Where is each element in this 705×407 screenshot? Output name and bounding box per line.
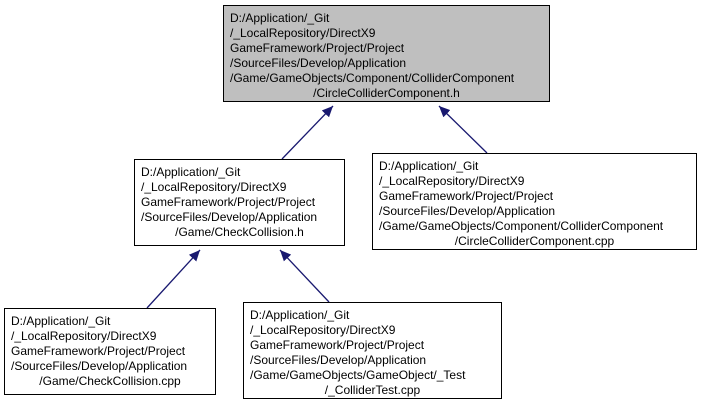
node-line: D:/Application/_Git	[379, 159, 479, 173]
node-line: /_LocalRepository/DirectX9	[250, 323, 396, 337]
node-line: /Game/CheckCollision.h	[175, 225, 304, 239]
node-line: D:/Application/_Git	[141, 165, 241, 179]
edge-checkcollision-h-to-root	[281, 105, 334, 160]
node-circle-collider-component-h[interactable]: D:/Application/_Git /_LocalRepository/Di…	[223, 5, 550, 102]
edge-collidertest-to-h	[279, 249, 330, 303]
node-line: /_LocalRepository/DirectX9	[11, 329, 157, 343]
node-line: /_LocalRepository/DirectX9	[230, 26, 376, 40]
node-line: /CircleColliderComponent.h	[313, 86, 460, 100]
node-line: GameFramework/Project/Project	[11, 344, 186, 358]
node-line: /SourceFiles/Develop/Application	[141, 210, 318, 224]
node-line: GameFramework/Project/Project	[250, 338, 425, 352]
node-line: D:/Application/_Git	[11, 314, 111, 328]
node-line: /SourceFiles/Develop/Application	[11, 359, 188, 373]
node-line: /Game/GameObjects/GameObject/_Test	[250, 368, 466, 382]
node-circle-collider-component-cpp[interactable]: D:/Application/_Git /_LocalRepository/Di…	[372, 153, 697, 250]
node-line: /Game/GameObjects/Component/ColliderComp…	[379, 219, 664, 233]
node-line: /_LocalRepository/DirectX9	[141, 180, 287, 194]
node-line: /SourceFiles/Develop/Application	[379, 204, 556, 218]
node-line: GameFramework/Project/Project	[230, 41, 405, 55]
node-check-collision-cpp[interactable]: D:/Application/_Git /_LocalRepository/Di…	[4, 308, 216, 395]
edge-checkcollision-cpp-to-h	[146, 249, 201, 309]
node-line: /SourceFiles/Develop/Application	[230, 56, 407, 70]
node-line: /Game/CheckCollision.cpp	[39, 374, 181, 388]
node-line: /SourceFiles/Develop/Application	[250, 353, 427, 367]
edge-circle-cpp-to-root	[438, 105, 488, 154]
node-line: D:/Application/_Git	[250, 308, 350, 322]
node-line: /_LocalRepository/DirectX9	[379, 174, 525, 188]
node-line: D:/Application/_Git	[230, 11, 330, 25]
node-collider-test-cpp[interactable]: D:/Application/_Git /_LocalRepository/Di…	[243, 302, 502, 399]
node-check-collision-h[interactable]: D:/Application/_Git /_LocalRepository/Di…	[134, 159, 345, 246]
node-line: /CircleColliderComponent.cpp	[454, 234, 615, 248]
node-line: GameFramework/Project/Project	[379, 189, 554, 203]
node-line: GameFramework/Project/Project	[141, 195, 316, 209]
node-line: /_ColliderTest.cpp	[324, 383, 421, 397]
node-line: /Game/GameObjects/Component/ColliderComp…	[230, 71, 515, 85]
